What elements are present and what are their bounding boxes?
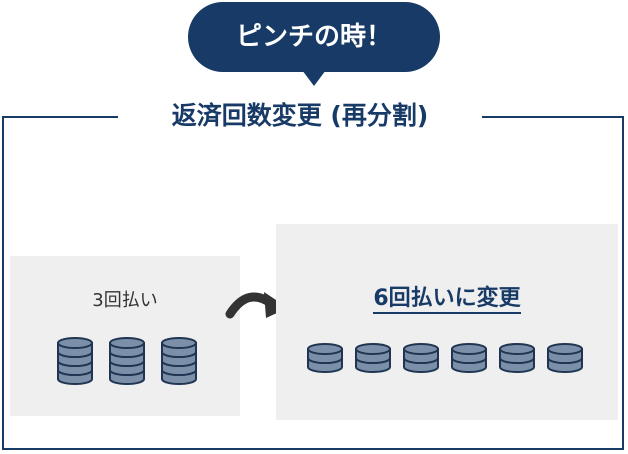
speech-bubble: ピンチの時！ bbox=[188, 2, 440, 72]
frame-title: 返済回数変更 (再分割) bbox=[118, 94, 482, 138]
coin-stack-icon bbox=[499, 343, 535, 373]
coin-stack-icon bbox=[403, 343, 439, 373]
speech-bubble-tail bbox=[302, 70, 326, 86]
coin-stack-icon bbox=[161, 337, 197, 385]
coin-stack-icon bbox=[451, 343, 487, 373]
coin-stack-icon bbox=[355, 343, 391, 373]
coin-stack-icon bbox=[547, 343, 583, 373]
before-coin-stacks bbox=[56, 336, 198, 386]
after-label: 6回払いに変更 bbox=[276, 280, 618, 314]
after-panel: 6回払いに変更 bbox=[276, 224, 618, 420]
after-coin-stacks bbox=[306, 342, 584, 374]
coin-stack-icon bbox=[57, 337, 93, 385]
coin-stack-icon bbox=[307, 343, 343, 373]
coin-stack-icon bbox=[109, 337, 145, 385]
before-label: 3回払い bbox=[92, 290, 158, 311]
before-panel: 3回払い bbox=[10, 256, 240, 416]
